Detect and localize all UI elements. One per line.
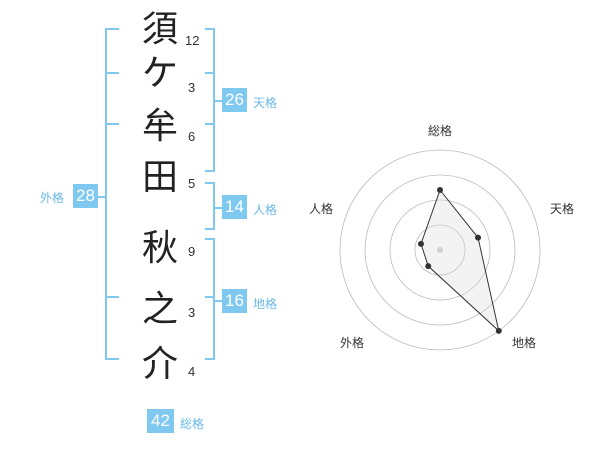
gaikaku-bracket-line xyxy=(105,28,107,360)
radar-chart xyxy=(339,149,541,351)
jinkaku-bracket-line xyxy=(213,182,215,230)
radar-axis-label-chikaku: 地格 xyxy=(512,336,537,350)
tenkaku-bracket-tick xyxy=(205,28,215,30)
jinkaku-bracket-connector xyxy=(213,207,222,209)
soukaku-label: 総格 xyxy=(180,417,205,431)
stroke-count-6: 3 xyxy=(188,305,196,320)
jinkaku-label: 人格 xyxy=(253,203,278,217)
radar-grid-ring xyxy=(414,224,466,276)
gaikaku-bracket-connector xyxy=(98,196,107,198)
name-char-6: 之 xyxy=(141,289,178,330)
radar-axis-label-gaikaku: 外格 xyxy=(340,336,365,350)
radar-grid-ring xyxy=(339,149,541,351)
chikaku-bracket-connector xyxy=(213,300,222,302)
radar-center-dot xyxy=(437,247,443,253)
name-char-1: 須 xyxy=(141,9,178,50)
chikaku-bracket-line xyxy=(213,238,215,360)
name-char-7: 介 xyxy=(141,344,178,385)
chikaku-label: 地格 xyxy=(253,297,278,311)
gaikaku-value: 28 xyxy=(73,184,98,208)
stroke-count-5: 9 xyxy=(188,244,196,259)
name-char-4: 田 xyxy=(141,157,178,198)
name-char-5: 秋 xyxy=(141,228,178,269)
chikaku-value: 16 xyxy=(222,289,247,313)
stroke-count-3: 6 xyxy=(188,129,196,144)
gaikaku-bracket-tick xyxy=(105,28,119,30)
radar-axis-label-jinkaku: 人格 xyxy=(309,202,334,216)
chikaku-bracket-tick xyxy=(205,296,215,298)
stroke-count-2: 3 xyxy=(188,80,196,95)
radar-point-5 xyxy=(417,240,424,247)
radar-series-polygon xyxy=(420,188,500,333)
chikaku-bracket-tick xyxy=(205,358,215,360)
jinkaku-bracket-tick xyxy=(205,182,215,184)
gaikaku-bracket-tick xyxy=(105,296,119,298)
radar-axis-label-soukaku: 総格 xyxy=(428,124,453,138)
jinkaku-value: 14 xyxy=(222,195,247,219)
tenkaku-bracket-tick xyxy=(205,170,215,172)
jinkaku-bracket-tick xyxy=(205,228,215,230)
gaikaku-bracket-tick xyxy=(105,72,119,74)
stroke-count-4: 5 xyxy=(188,176,196,191)
radar-grid-ring xyxy=(364,174,516,326)
stroke-count-1: 12 xyxy=(185,33,200,48)
soukaku-value: 42 xyxy=(147,409,174,433)
tenkaku-bracket-connector xyxy=(213,100,222,102)
radar-axis-label-tenkaku: 天格 xyxy=(550,202,575,216)
gaikaku-label: 外格 xyxy=(40,191,65,205)
tenkaku-bracket-tick xyxy=(205,123,215,125)
stroke-count-7: 4 xyxy=(188,364,196,379)
radar-point-3 xyxy=(495,327,502,334)
name-char-3: 牟 xyxy=(141,106,178,147)
tenkaku-bracket-tick xyxy=(205,72,215,74)
tenkaku-label: 天格 xyxy=(253,96,278,110)
gaikaku-bracket-tick xyxy=(105,123,119,125)
radar-point-1 xyxy=(437,187,443,193)
chikaku-bracket-tick xyxy=(205,238,215,240)
radar-point-2 xyxy=(475,234,482,241)
name-char-2: ケ xyxy=(141,53,178,94)
tenkaku-value: 26 xyxy=(222,88,247,112)
gaikaku-bracket-tick xyxy=(105,358,119,360)
radar-point-4 xyxy=(425,263,432,270)
radar-grid-ring xyxy=(389,199,491,301)
